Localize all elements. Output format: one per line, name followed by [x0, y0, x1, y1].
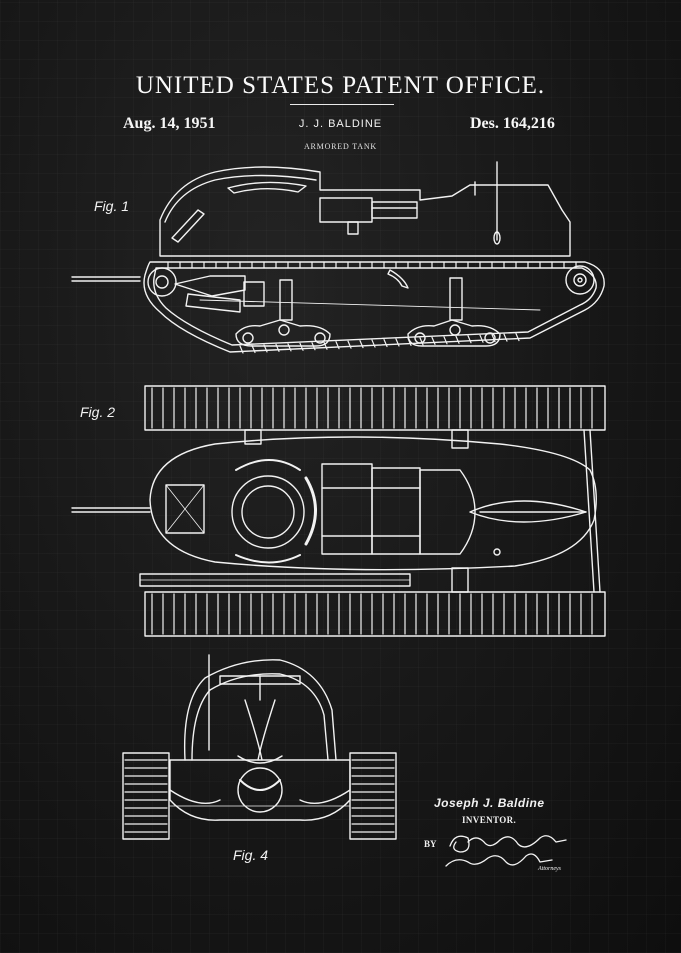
- fig4-front-view: [122, 654, 397, 840]
- patent-date: Aug. 14, 1951: [123, 115, 216, 132]
- title-rule: [290, 104, 394, 105]
- patent-office-title: UNITED STATES PATENT OFFICE.: [135, 72, 546, 99]
- fig1-label: Fig. 1: [94, 198, 130, 214]
- patent-subject: ARMORED TANK: [303, 142, 378, 151]
- attorney-role: Attorneys: [538, 866, 561, 872]
- fig4-label: Fig. 4: [233, 847, 269, 863]
- by-label: BY: [424, 839, 437, 849]
- patent-number: Des. 164,216: [470, 115, 555, 132]
- inventor-header: J. J. BALDINE: [298, 118, 383, 130]
- attorney-signature: [445, 835, 567, 867]
- fig2-plan-view: [71, 385, 606, 637]
- inventor-signature-name: Joseph J. Baldine: [434, 796, 545, 810]
- fig1-side-view: [71, 161, 605, 354]
- fig2-label: Fig. 2: [80, 404, 116, 420]
- inventor-role: INVENTOR.: [462, 815, 517, 825]
